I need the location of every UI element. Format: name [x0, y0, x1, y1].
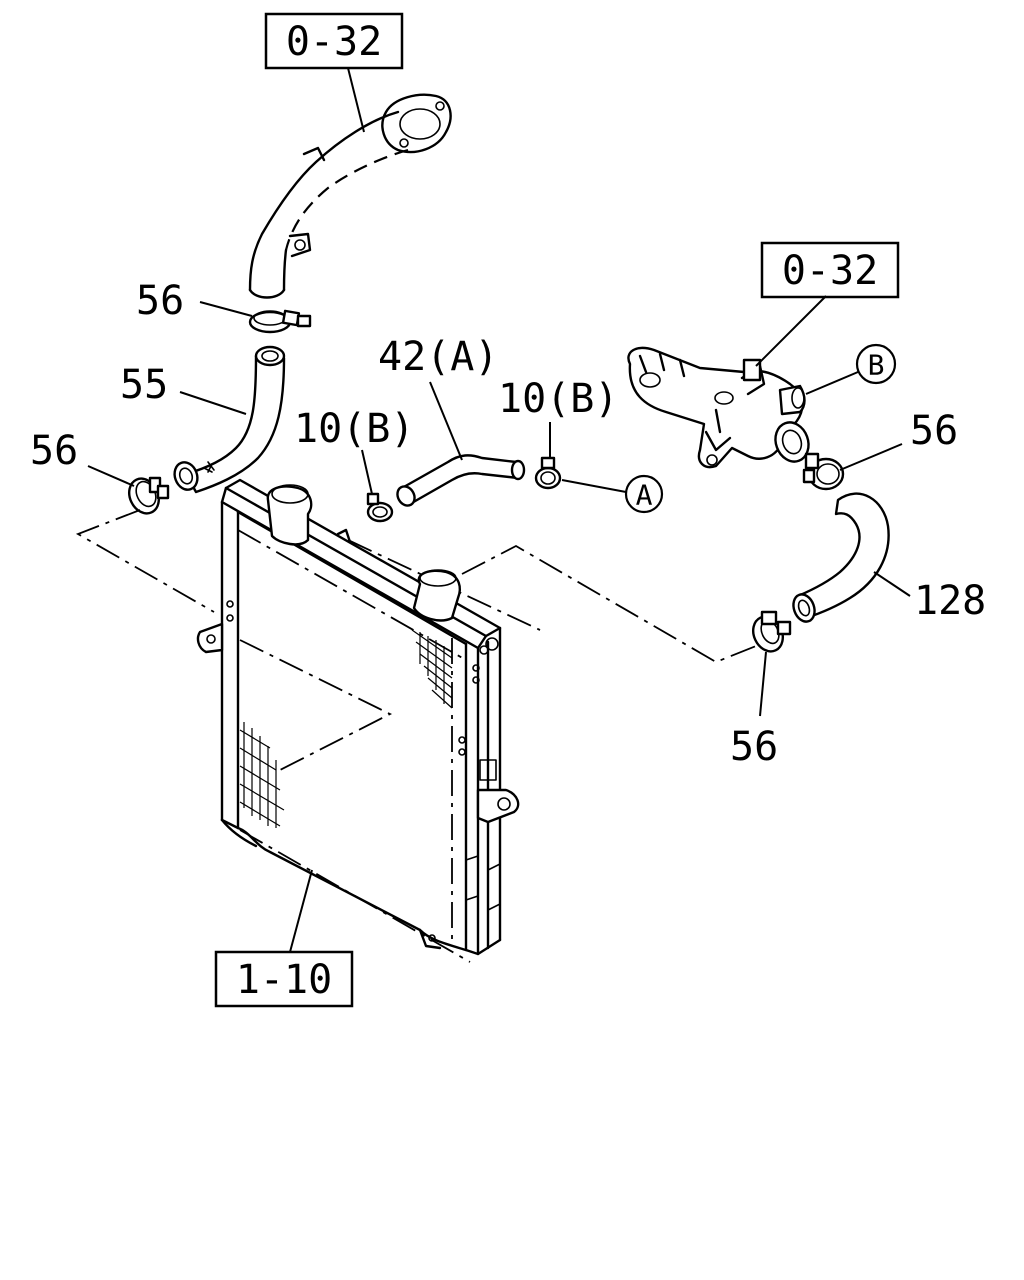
clamp-upper [248, 309, 312, 334]
leader-ref-top [347, 67, 365, 133]
leader-hose-bypass [429, 381, 463, 461]
leader-connector-a [561, 479, 627, 493]
callout-hose-bypass: 42(A) [378, 334, 498, 380]
leader-clamp-upper [199, 301, 253, 317]
ref-box-top[interactable]: 0-32 [264, 12, 404, 70]
callout-clamp-upper: 56 [136, 278, 184, 324]
callout-clamp-left: 56 [30, 428, 78, 474]
clip-right [534, 456, 562, 490]
connector-b-label: B [868, 349, 885, 382]
hose-upper-55 [173, 345, 286, 494]
ref-box-top-label: 0-32 [286, 19, 382, 65]
callout-hose-lower: 128 [914, 578, 986, 624]
clamp-left [128, 476, 170, 515]
leader-hose-upper [179, 391, 247, 415]
radiator [196, 478, 520, 963]
connector-a-label: A [636, 479, 653, 512]
callout-clip-left: 10(B) [294, 406, 414, 452]
ref-box-right[interactable]: 0-32 [760, 241, 900, 299]
connector-a: A [624, 474, 664, 514]
hose-bypass-42a [396, 454, 526, 507]
leader-clip-left [361, 449, 373, 495]
leader-ref-bottom [289, 869, 313, 953]
callout-hose-upper: 55 [120, 362, 168, 408]
clip-left [366, 492, 394, 523]
leader-ref-right [755, 295, 827, 367]
callout-clamp-lower: 56 [730, 724, 778, 770]
leader-clamp-lower [759, 651, 767, 717]
leader-clamp-right [839, 443, 903, 471]
ref-box-bottom-label: 1-10 [236, 957, 332, 1003]
upper-water-pipe [248, 93, 452, 299]
ref-box-bottom[interactable]: 1-10 [214, 950, 354, 1008]
clamp-lower [752, 610, 792, 653]
center-lines [75, 509, 757, 771]
callout-clamp-right: 56 [910, 408, 958, 454]
connector-b: B [855, 343, 897, 385]
leader-clamp-left [87, 465, 135, 487]
thermostat-housing [627, 346, 810, 469]
leader-connector-b [805, 371, 859, 395]
leader-hose-lower [873, 571, 911, 597]
clamp-right [802, 452, 845, 491]
ref-box-right-label: 0-32 [782, 248, 878, 294]
hose-lower-128 [792, 492, 890, 623]
callout-clip-right: 10(B) [498, 376, 618, 422]
